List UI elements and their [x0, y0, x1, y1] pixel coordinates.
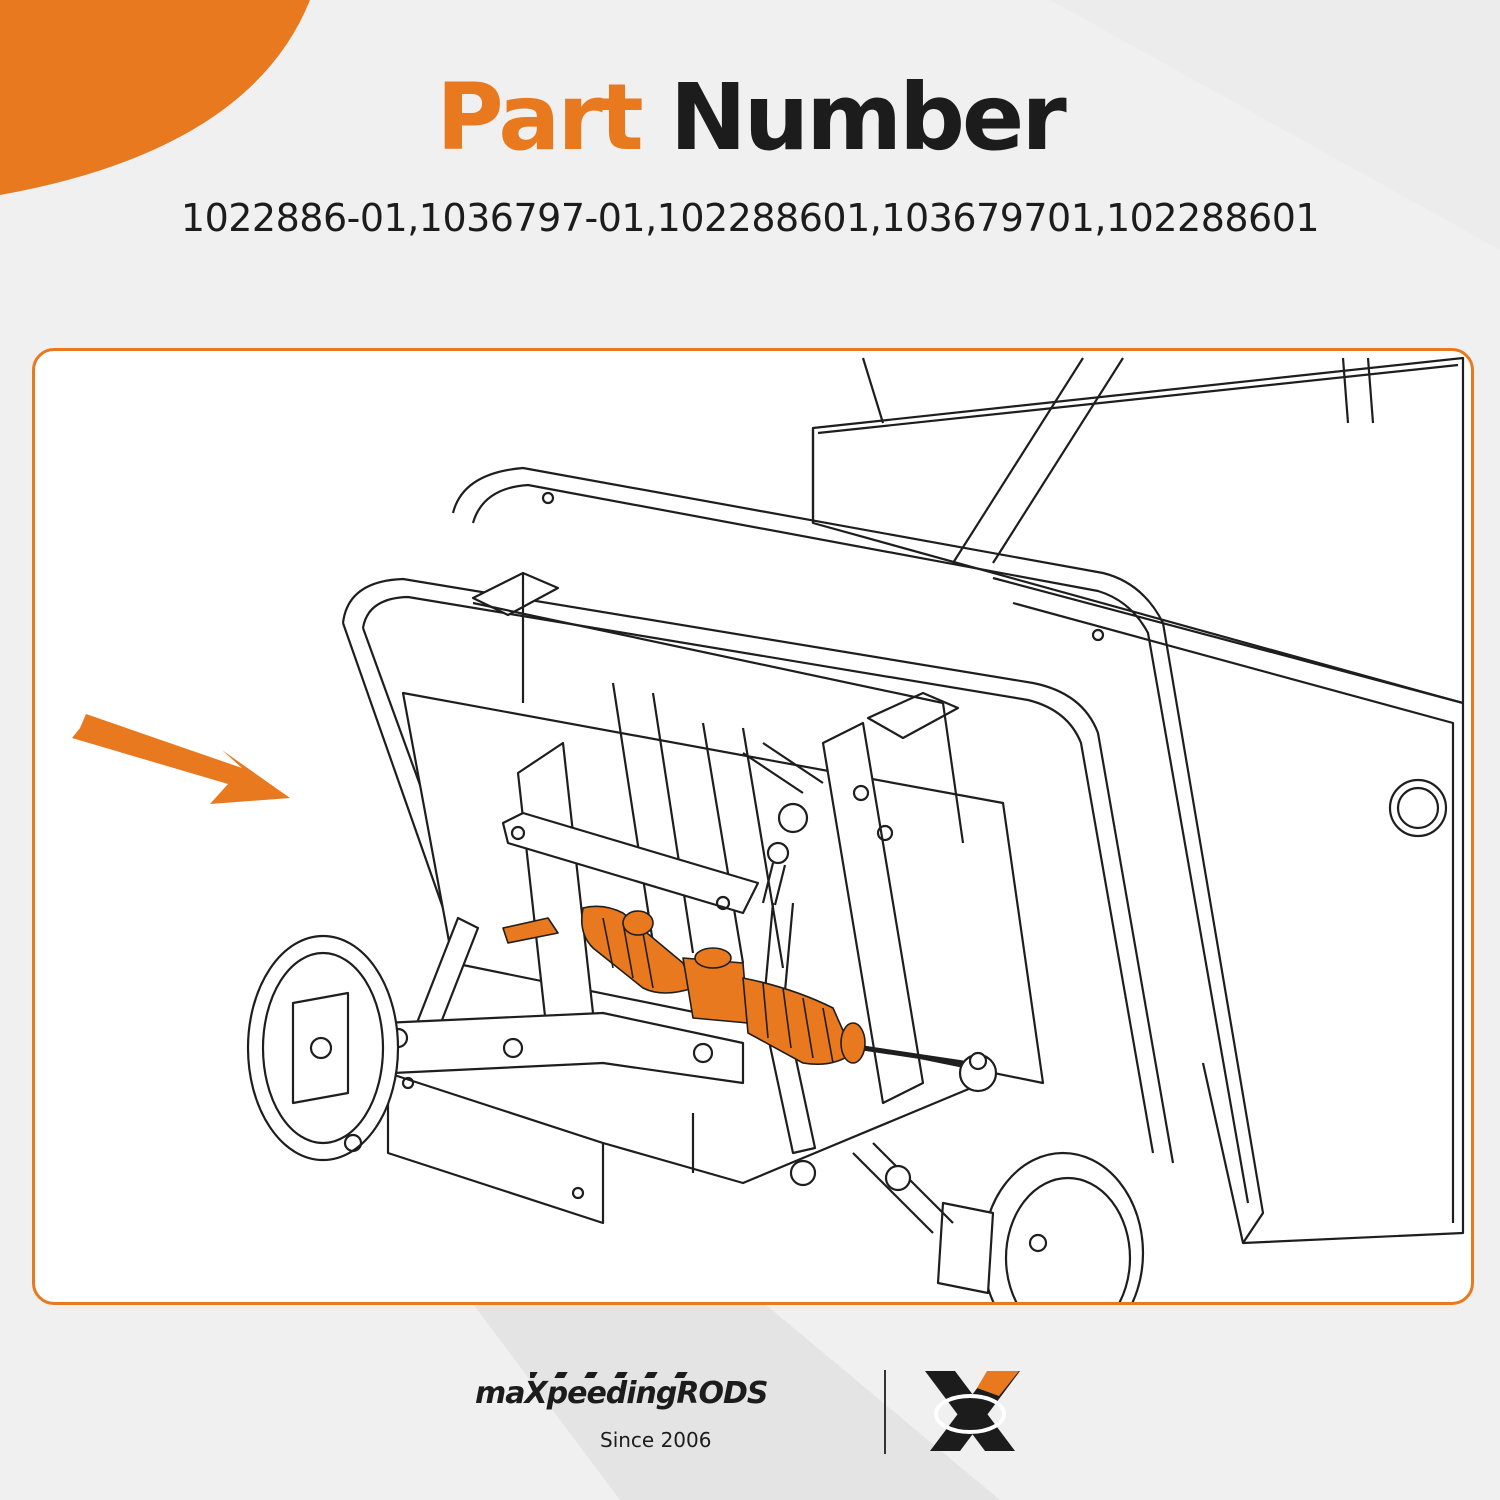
brand-footer: maXpeedingRODS Since 2006: [470, 1362, 1040, 1462]
x-logo-icon: [925, 1371, 1020, 1451]
illustration-frame: [32, 348, 1474, 1305]
corner-accent: [0, 0, 310, 195]
brand-wordmark: maXpeedingRODS: [475, 1376, 769, 1411]
title-word-part: Part: [436, 64, 643, 171]
part-number-list: 1022886-01,1036797-01,102288601,10367970…: [180, 196, 1320, 240]
steering-rack-highlight: [502, 905, 866, 1066]
suspension-illustration: [246, 356, 1465, 1302]
title-word-number: Number: [669, 64, 1067, 171]
checkered-flag-icon: [530, 1372, 688, 1378]
brand-divider: [884, 1370, 886, 1454]
arrow-right-icon: [72, 714, 290, 804]
page-title: Part Number: [0, 58, 1500, 178]
brand-tagline: Since 2006: [600, 1428, 712, 1452]
